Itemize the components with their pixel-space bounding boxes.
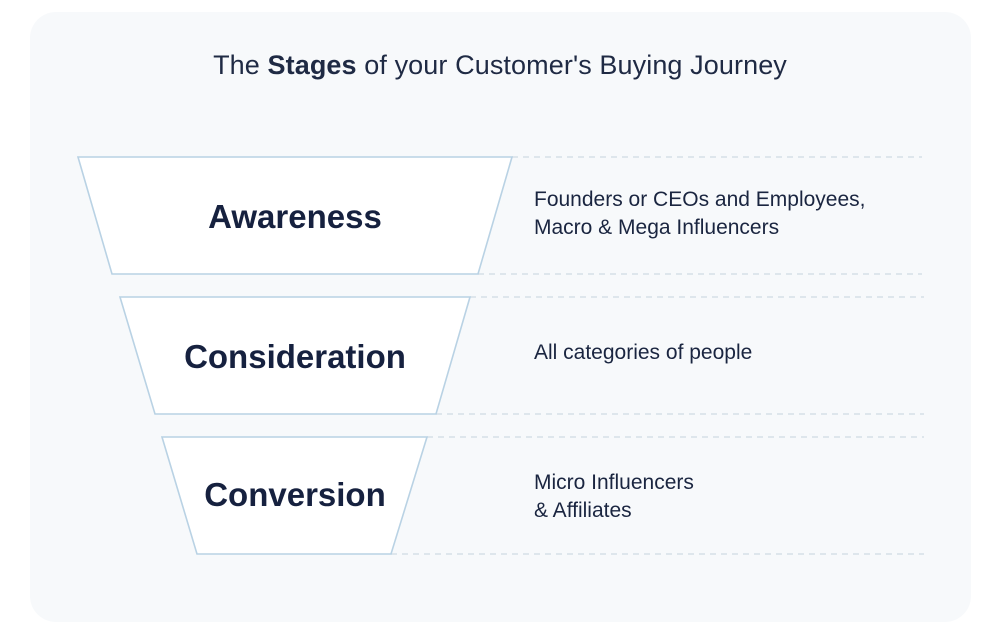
title-suffix: of your Customer's Buying Journey xyxy=(364,50,787,80)
description-line: & Affiliates xyxy=(534,499,632,522)
page-title: The Stages of your Customer's Buying Jou… xyxy=(0,50,1000,81)
description-line: Founders or CEOs and Employees, xyxy=(534,188,866,211)
stage-description-consideration: All categories of people xyxy=(534,339,934,367)
stage-conversion: Conversion xyxy=(160,436,924,555)
funnel-segment-consideration xyxy=(118,296,472,415)
description-line: Micro Influencers xyxy=(534,471,694,494)
funnel-segment-awareness xyxy=(76,156,514,275)
stage-description-awareness: Founders or CEOs and Employees, Macro & … xyxy=(534,186,934,242)
stage-consideration: Consideration xyxy=(118,296,924,415)
title-prefix: The xyxy=(213,50,260,80)
funnel-segment-conversion xyxy=(160,436,429,555)
title-bold: Stages xyxy=(267,50,357,80)
stage-label-conversion: Conversion xyxy=(204,476,386,513)
stage-awareness: Awareness xyxy=(76,156,922,275)
stage-label-awareness: Awareness xyxy=(208,198,382,235)
description-line: All categories of people xyxy=(534,341,753,364)
stage-label-consideration: Consideration xyxy=(184,338,406,375)
description-line: Macro & Mega Influencers xyxy=(534,216,780,239)
stage-description-conversion: Micro Influencers & Affiliates xyxy=(534,469,934,525)
